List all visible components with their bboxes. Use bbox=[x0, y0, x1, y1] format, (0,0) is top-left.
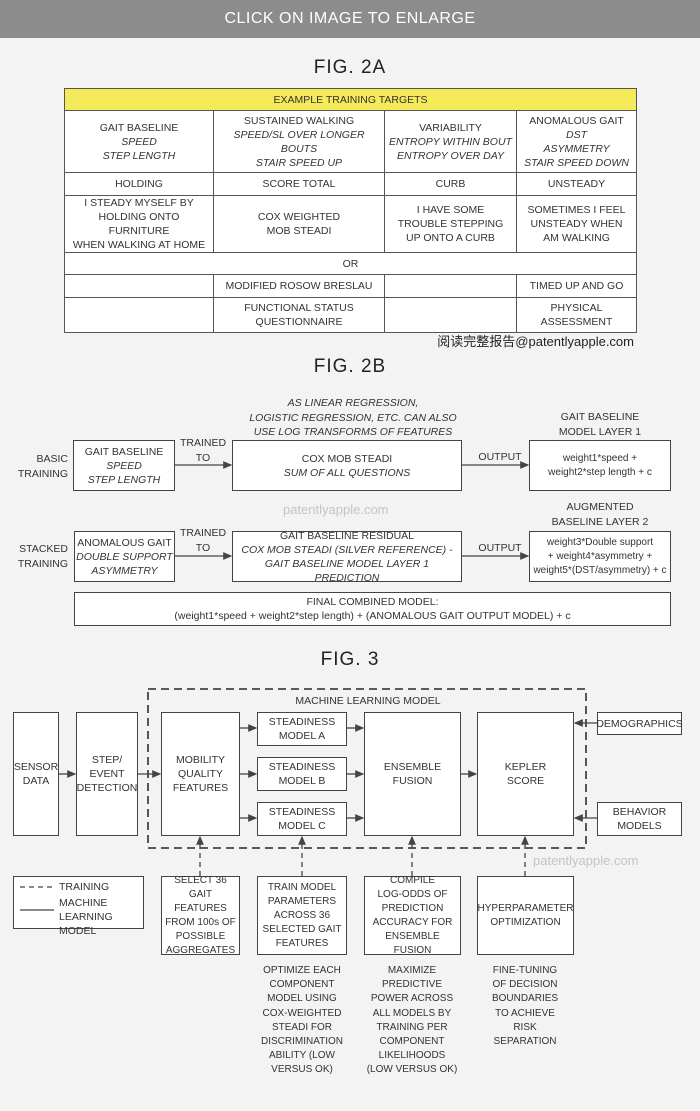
cell-title: GAIT BASELINE bbox=[99, 121, 179, 134]
trained-to-label: TRAINED TO bbox=[179, 437, 227, 464]
trained-to-label: TRAINED TO bbox=[179, 527, 227, 554]
regression-note: AS LINEAR REGRESSION, LOGISTIC REGRESSIO… bbox=[249, 397, 457, 438]
hyperparameter-box: HYPERPARAMETER OPTIMIZATION bbox=[477, 876, 574, 955]
basic-output-box: weight1*speed + weight2*step length + c bbox=[529, 440, 671, 491]
cell-italic: ENTROPY WITHIN BOUT ENTROPY OVER DAY bbox=[389, 135, 512, 162]
box-italic: COX MOB STEADI (SILVER REFERENCE) - GAIT… bbox=[241, 543, 453, 584]
table-cell: PHYSICAL ASSESSMENT bbox=[515, 297, 638, 333]
ml-model-boundary bbox=[147, 688, 587, 849]
box-italic: DOUBLE SUPPORT ASYMMETRY bbox=[76, 550, 173, 577]
table-cell: I HAVE SOME TROUBLE STEPPING UP ONTO A C… bbox=[384, 195, 517, 253]
mobility-features-box: MOBILITY QUALITY FEATURES bbox=[161, 712, 240, 836]
cell-italic: SPEED STEP LENGTH bbox=[102, 135, 176, 162]
legend-ml-label: MACHINE LEARNING MODEL bbox=[59, 897, 113, 937]
box-italic: SUM OF ALL QUESTIONS bbox=[283, 466, 411, 479]
watermark: patentlyapple.com bbox=[283, 502, 389, 517]
steadiness-model-a-box: STEADINESS MODEL A bbox=[257, 712, 347, 746]
box-italic: SPEED STEP LENGTH bbox=[87, 459, 161, 486]
select-features-box: SELECT 36 GAIT FEATURES FROM 100s OF POS… bbox=[161, 875, 240, 956]
steadiness-model-c-box: STEADINESS MODEL C bbox=[257, 802, 347, 836]
ml-model-label: MACHINE LEARNING MODEL bbox=[295, 695, 441, 707]
behavior-models-box: BEHAVIOR MODELS bbox=[597, 802, 682, 836]
table-cell: FUNCTIONAL STATUS QUESTIONNAIRE bbox=[213, 297, 385, 333]
fig-2b-title: FIG. 2B bbox=[313, 356, 387, 377]
watermark-cn: 阅读完整报告@patentlyapple.com bbox=[437, 334, 634, 349]
layer2-label: AUGMENTED BASELINE LAYER 2 bbox=[551, 501, 649, 528]
legend-training-label: TRAINING bbox=[59, 881, 110, 893]
enlarge-banner[interactable]: CLICK ON IMAGE TO ENLARGE bbox=[0, 0, 700, 38]
steadiness-model-b-box: STEADINESS MODEL B bbox=[257, 757, 347, 791]
watermark: patentlyapple.com bbox=[533, 853, 639, 868]
basic-training-label: BASIC TRAINING bbox=[17, 453, 68, 480]
table-cell bbox=[384, 297, 517, 333]
table-cell: I STEADY MYSELF BY HOLDING ONTO FURNITUR… bbox=[64, 195, 214, 253]
cell-italic: DST ASYMMETRY STAIR SPEED DOWN bbox=[524, 128, 629, 169]
table-header: EXAMPLE TRAINING TARGETS bbox=[63, 88, 638, 111]
fig-2a-title: FIG. 2A bbox=[313, 57, 387, 78]
table-cell: COX WEIGHTED MOB STEADI bbox=[213, 195, 385, 253]
train-parameters-box: TRAIN MODEL PARAMETERS ACROSS 36 SELECTE… bbox=[257, 876, 347, 955]
ensemble-fusion-box: ENSEMBLE FUSION bbox=[364, 712, 461, 836]
table-cell: UNSTEADY bbox=[515, 172, 638, 196]
output-label: OUTPUT bbox=[478, 451, 522, 463]
demographics-box: DEMOGRAPHICS bbox=[596, 712, 683, 735]
hyper-note: FINE-TUNING OF DECISION BOUNDARIES TO AC… bbox=[491, 965, 559, 1048]
box-title: GAIT BASELINE bbox=[84, 445, 164, 458]
step-event-detection-box: STEP/ EVENT DETECTION bbox=[76, 712, 138, 836]
stacked-output-box: weight3*Double support + weight4*asymmet… bbox=[529, 531, 671, 582]
compile-log-odds-box: COMPILE LOG-ODDS OF PREDICTION ACCURACY … bbox=[364, 875, 461, 956]
box-title: COX MOB STEADI bbox=[301, 452, 393, 465]
fig-3-title: FIG. 3 bbox=[320, 649, 380, 670]
cell-title: VARIABILITY bbox=[419, 121, 482, 134]
box-title: ANOMALOUS GAIT bbox=[77, 536, 172, 549]
table-cell: SOMETIMES I FEEL UNSTEADY WHEN AM WALKIN… bbox=[515, 195, 638, 253]
train-note: OPTIMIZE EACH COMPONENT MODEL USING COX-… bbox=[260, 965, 344, 1076]
sensor-data-box: SENSOR DATA bbox=[13, 712, 59, 836]
table-cell bbox=[64, 297, 214, 333]
cell-title: SUSTAINED WALKING bbox=[243, 114, 355, 127]
cell-italic: SPEED/SL OVER LONGER BOUTS STAIR SPEED U… bbox=[233, 128, 365, 169]
kepler-score-box: KEPLER SCORE bbox=[477, 712, 574, 836]
legend-box: TRAINING MACHINE LEARNING MODEL bbox=[13, 876, 144, 937]
stacked-training-label: STACKED TRAINING bbox=[17, 543, 68, 570]
final-model-box: FINAL COMBINED MODEL: (weight1*speed + w… bbox=[74, 592, 671, 626]
layer1-label: GAIT BASELINE MODEL LAYER 1 bbox=[558, 411, 642, 438]
compile-note: MAXIMIZE PREDICTIVE POWER ACROSS ALL MOD… bbox=[366, 965, 458, 1076]
cell-title: ANOMALOUS GAIT bbox=[529, 114, 624, 127]
output-label: OUTPUT bbox=[478, 542, 522, 554]
box-title: GAIT BASELINE RESIDUAL bbox=[279, 529, 415, 542]
